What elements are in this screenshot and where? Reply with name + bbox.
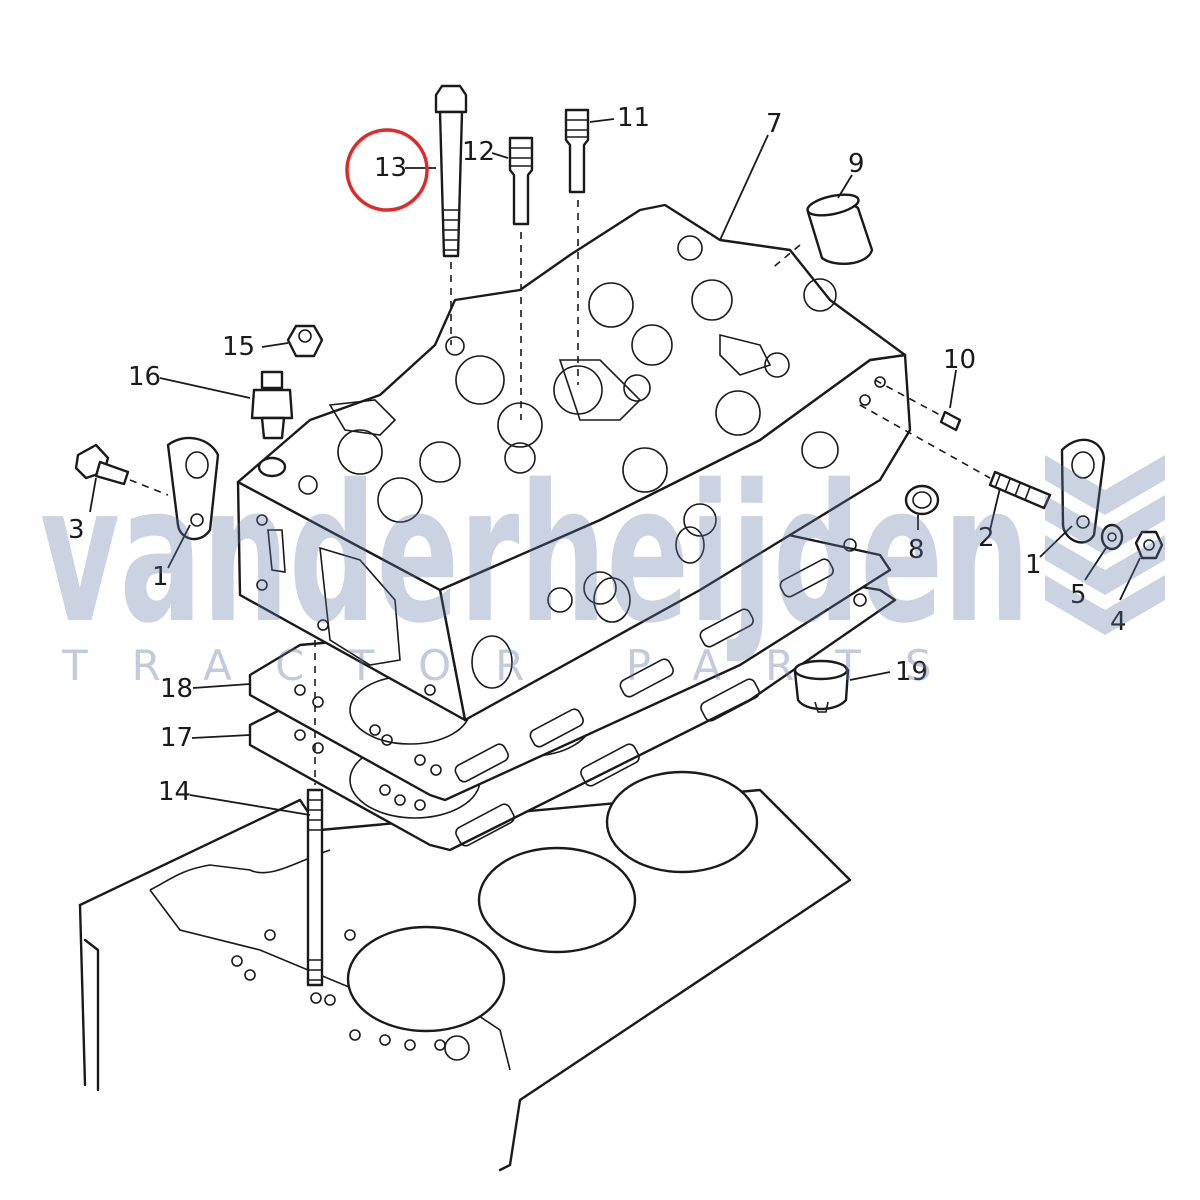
hanger-bracket-left	[166, 436, 220, 541]
callout-14: 14	[158, 777, 191, 807]
leader-lines	[89, 118, 1141, 816]
callout-labels: 1 1 2 3 4 5 7 8 9 10 11 12 13 14 15 16 1…	[68, 103, 1127, 807]
stud-14	[306, 640, 324, 1004]
callout-5: 5	[1070, 580, 1087, 610]
callout-1-right: 1	[1025, 550, 1042, 580]
watermark-logo: vanderheijden TRACTOR PARTS	[40, 444, 1165, 690]
callout-13: 13	[374, 153, 407, 183]
nut-4	[1134, 530, 1164, 560]
oil-pressure-switch-16	[250, 370, 294, 478]
callout-4: 4	[1110, 607, 1127, 637]
callout-1-left: 1	[152, 562, 169, 592]
plug-9	[769, 193, 874, 271]
callout-19: 19	[895, 657, 928, 687]
callout-16: 16	[128, 362, 161, 392]
callout-7: 7	[766, 109, 783, 139]
watermark-tagline: TRACTOR PARTS	[61, 641, 976, 690]
callout-18: 18	[160, 674, 193, 704]
callout-17: 17	[160, 723, 193, 753]
cylinder-bore-3	[605, 770, 759, 874]
bolt-3	[74, 443, 169, 496]
valve-guide-12	[508, 136, 534, 420]
callout-15: 15	[222, 332, 255, 362]
callout-9: 9	[848, 149, 865, 179]
cylinder-bore-2	[477, 846, 637, 954]
callout-3: 3	[68, 515, 85, 545]
washer-5	[1100, 523, 1124, 551]
bushing-19	[793, 659, 850, 713]
plug-8	[904, 484, 940, 516]
plug-10	[874, 379, 962, 432]
hanger-bracket-right	[1060, 438, 1106, 544]
head-bolt-13	[434, 84, 468, 345]
callout-12: 12	[462, 137, 495, 167]
cylinder-head	[236, 203, 912, 722]
cylinder-bore-1	[346, 925, 506, 1033]
callout-11: 11	[617, 103, 650, 133]
highlight-circle	[345, 128, 429, 212]
stud-2	[859, 404, 1052, 510]
valve-guide-11	[564, 108, 590, 385]
nut-15	[286, 324, 324, 358]
callout-8: 8	[908, 535, 925, 565]
chevron-logo-icon	[1045, 455, 1165, 635]
watermark-name: vanderheijden	[40, 444, 1030, 665]
engine-block	[78, 770, 852, 1172]
callout-10: 10	[943, 345, 976, 375]
callout-2: 2	[978, 523, 995, 553]
